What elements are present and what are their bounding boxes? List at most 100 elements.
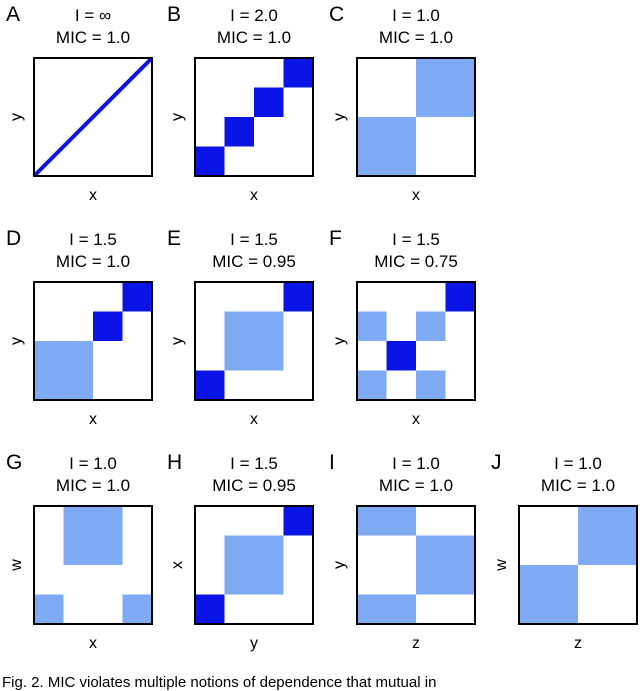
- x-axis-label: z: [412, 635, 420, 652]
- panel-title-mic: MIC = 0.75: [374, 252, 458, 271]
- cell-light: [122, 594, 152, 624]
- y-axis-label: y: [169, 337, 186, 345]
- cell-light: [357, 311, 387, 341]
- panel-title-mic: MIC = 1.0: [56, 476, 130, 495]
- panel-title-mic: MIC = 1.0: [379, 28, 453, 47]
- panel-letter: F: [329, 227, 342, 250]
- cell-light: [34, 341, 93, 400]
- cell-dark: [93, 311, 123, 341]
- cell-dark: [283, 506, 313, 536]
- panel-frame: [33, 281, 153, 401]
- panel-frame: [518, 505, 638, 625]
- panel-title-i: I = 1.5: [392, 230, 440, 249]
- panel-title-i: I = 1.0: [392, 6, 440, 25]
- panel-frame: [194, 505, 314, 625]
- panel-letter: A: [6, 3, 20, 26]
- panel-title-i: I = 1.5: [69, 230, 117, 249]
- panel-title-mic: MIC = 1.0: [217, 28, 291, 47]
- panel-title-mic: MIC = 1.0: [56, 252, 130, 271]
- cell-light: [357, 117, 416, 176]
- panel-letter: B: [167, 3, 181, 26]
- panel-frame: [356, 505, 476, 625]
- panel-letter: C: [329, 3, 344, 26]
- figure-caption: Fig. 2. MIC violates multiple notions of…: [2, 674, 437, 691]
- x-axis-label: x: [89, 411, 97, 428]
- cell-light: [357, 370, 387, 400]
- cell-dark: [195, 146, 225, 176]
- panel-letter: G: [6, 451, 22, 474]
- cell-dark: [254, 87, 284, 117]
- cell-light: [34, 594, 64, 624]
- cell-light: [416, 311, 446, 341]
- panel-frame: [356, 281, 476, 401]
- cell-dark: [195, 370, 225, 400]
- panel-letter: J: [491, 451, 502, 474]
- y-axis-label: y: [8, 337, 25, 345]
- cell-light: [224, 535, 284, 595]
- cell-dark: [445, 282, 475, 312]
- y-axis-label: y: [169, 113, 186, 121]
- panel-title-i: I = 1.0: [554, 454, 602, 473]
- panel-frame: [194, 57, 314, 177]
- panel-title-i: I = 1.5: [230, 230, 278, 249]
- cell-light: [224, 311, 284, 371]
- panel-title-i: I = ∞: [75, 6, 111, 25]
- panel-frame: [356, 57, 476, 177]
- y-axis-label: w: [8, 559, 25, 572]
- x-axis-label: z: [574, 635, 582, 652]
- cell-dark: [195, 594, 225, 624]
- y-axis-label: y: [331, 561, 348, 569]
- x-axis-label: x: [89, 635, 97, 652]
- x-axis-label: x: [412, 411, 420, 428]
- panel-title-mic: MIC = 0.95: [212, 252, 296, 271]
- panel-letter: H: [167, 451, 182, 474]
- panel-title-mic: MIC = 1.0: [56, 28, 130, 47]
- panel-letter: I: [329, 451, 335, 474]
- y-axis-label: x: [169, 561, 186, 569]
- panel-title-mic: MIC = 1.0: [541, 476, 615, 495]
- x-axis-label: x: [412, 187, 420, 204]
- cell-light: [578, 506, 637, 565]
- cell-dark: [224, 117, 254, 147]
- cell-light: [416, 58, 475, 117]
- panel-letter: D: [6, 227, 21, 250]
- cell-dark: [122, 282, 152, 312]
- panel-a: A I = ∞ MIC = 1.0 x y: [6, 3, 154, 204]
- y-axis-label: y: [8, 113, 25, 121]
- x-axis-label: x: [250, 187, 258, 204]
- y-axis-label: w: [493, 559, 510, 572]
- panel-title-mic: MIC = 0.95: [212, 476, 296, 495]
- diagonal-line: [32, 56, 154, 178]
- cell-light: [357, 506, 416, 536]
- cell-dark: [386, 341, 416, 371]
- panel-letter: E: [167, 227, 181, 250]
- y-axis-label: y: [331, 113, 348, 121]
- y-axis-label: y: [331, 337, 348, 345]
- cell-dark: [283, 282, 313, 312]
- panel-title-i: I = 1.0: [69, 454, 117, 473]
- cell-dark: [283, 58, 313, 88]
- panel-frame: [33, 505, 153, 625]
- panel-frame: [33, 57, 153, 177]
- panel-title-mic: MIC = 1.0: [379, 476, 453, 495]
- panel-frame: [194, 281, 314, 401]
- panel-title-i: I = 1.5: [230, 454, 278, 473]
- cell-light: [416, 370, 446, 400]
- x-axis-label: y: [250, 635, 258, 652]
- cell-light: [416, 535, 475, 595]
- panel-title-i: I = 1.0: [392, 454, 440, 473]
- cell-light: [357, 594, 416, 624]
- panel-title-i: I = 2.0: [230, 6, 278, 25]
- x-axis-label: x: [89, 187, 97, 204]
- x-axis-label: x: [250, 411, 258, 428]
